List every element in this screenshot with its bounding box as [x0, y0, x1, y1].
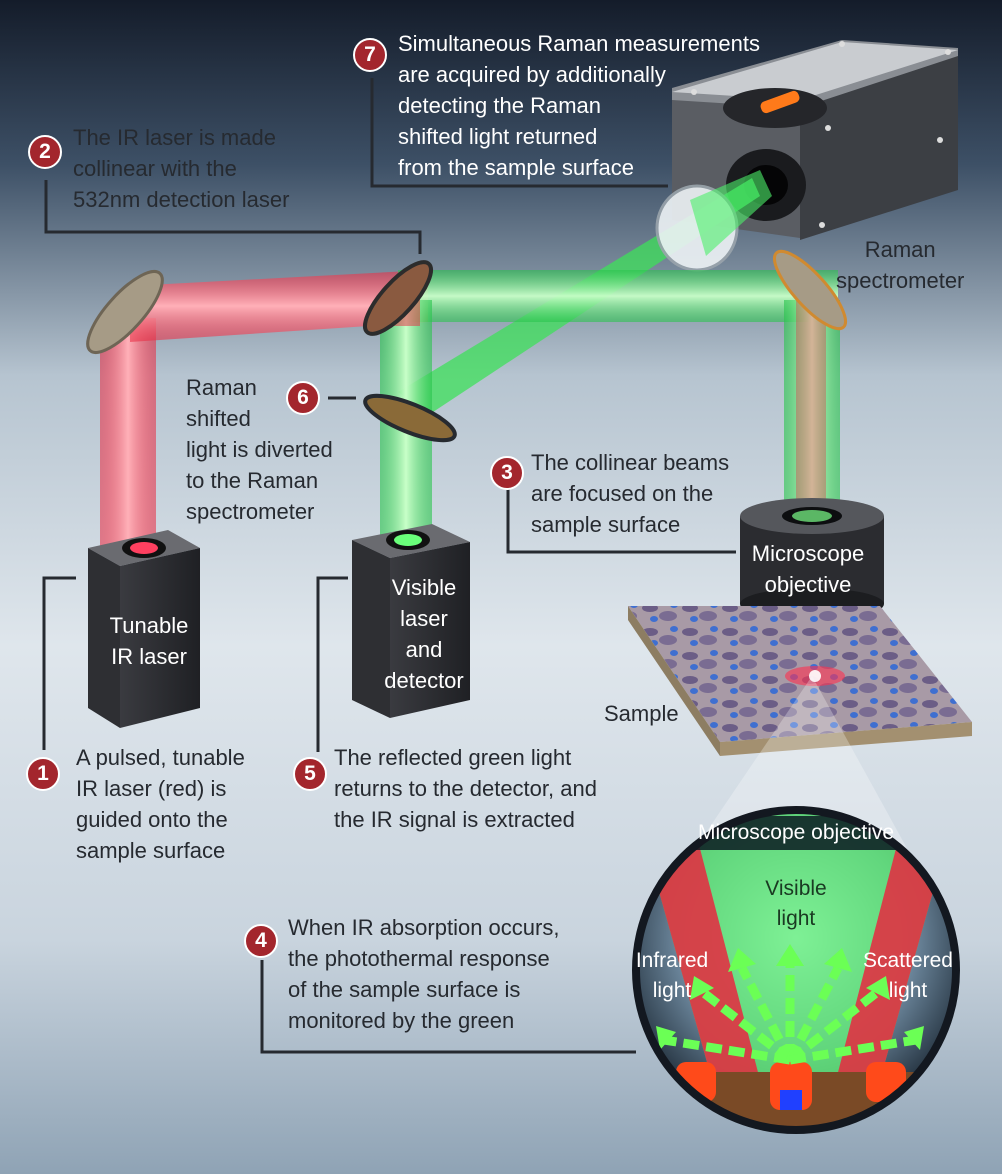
step-badge-5: 5	[293, 757, 327, 791]
step-4-text: When IR absorption occurs, the photother…	[288, 915, 560, 1033]
red-beam-horizontal	[130, 270, 428, 342]
dichroic-mirror	[363, 260, 433, 336]
green-beam-to-objective	[784, 300, 840, 520]
red-core-objective	[796, 300, 826, 520]
green-cone	[690, 170, 772, 256]
step-badge-4: 4	[244, 924, 278, 958]
inset-ring	[632, 806, 960, 1134]
step-badge-2: 2	[28, 135, 62, 169]
mirror-left	[86, 270, 164, 354]
green-beam-horizontal	[398, 270, 838, 322]
objective-label: Microscope objective	[751, 541, 865, 597]
inset-objective-label: Microscope objective	[697, 821, 895, 844]
visible-laser-label: Visible laser and detector	[384, 575, 464, 693]
step-1-text: A pulsed, tunable IR laser (red) is guid…	[76, 745, 245, 863]
ir-laser-label: Tunable IR laser	[109, 613, 189, 669]
raman-filter	[363, 393, 457, 443]
step-6-text: Raman shifted light is diverted to the R…	[186, 375, 333, 524]
inset-infrared-label: Infrared light	[635, 949, 709, 1002]
spectrometer-label: Raman spectrometer	[836, 237, 965, 293]
step-2-text: The IR laser is made collinear with the …	[73, 125, 290, 212]
ir-laser-box	[88, 530, 200, 728]
red-beam-vertical	[100, 318, 156, 548]
step-badge-1: 1	[26, 757, 60, 791]
inset-visible-label: Visible light	[765, 877, 827, 930]
step-badge-3: 3	[490, 456, 524, 490]
step-7-text: Simultaneous Raman measurements are acqu…	[398, 31, 760, 180]
step-5-text: The reflected green light returns to the…	[334, 745, 597, 832]
inset-scattered-label: Scattered light	[863, 949, 953, 1002]
leader-lines	[42, 78, 736, 1054]
step-3-text: The collinear beams are focused on the s…	[531, 450, 730, 537]
step-badge-7: 7	[353, 38, 387, 72]
mirror-right	[772, 249, 848, 331]
sample-label: Sample	[604, 701, 679, 726]
visible-laser-box	[352, 524, 470, 718]
step-badge-6: 6	[286, 381, 320, 415]
sample	[628, 606, 972, 756]
